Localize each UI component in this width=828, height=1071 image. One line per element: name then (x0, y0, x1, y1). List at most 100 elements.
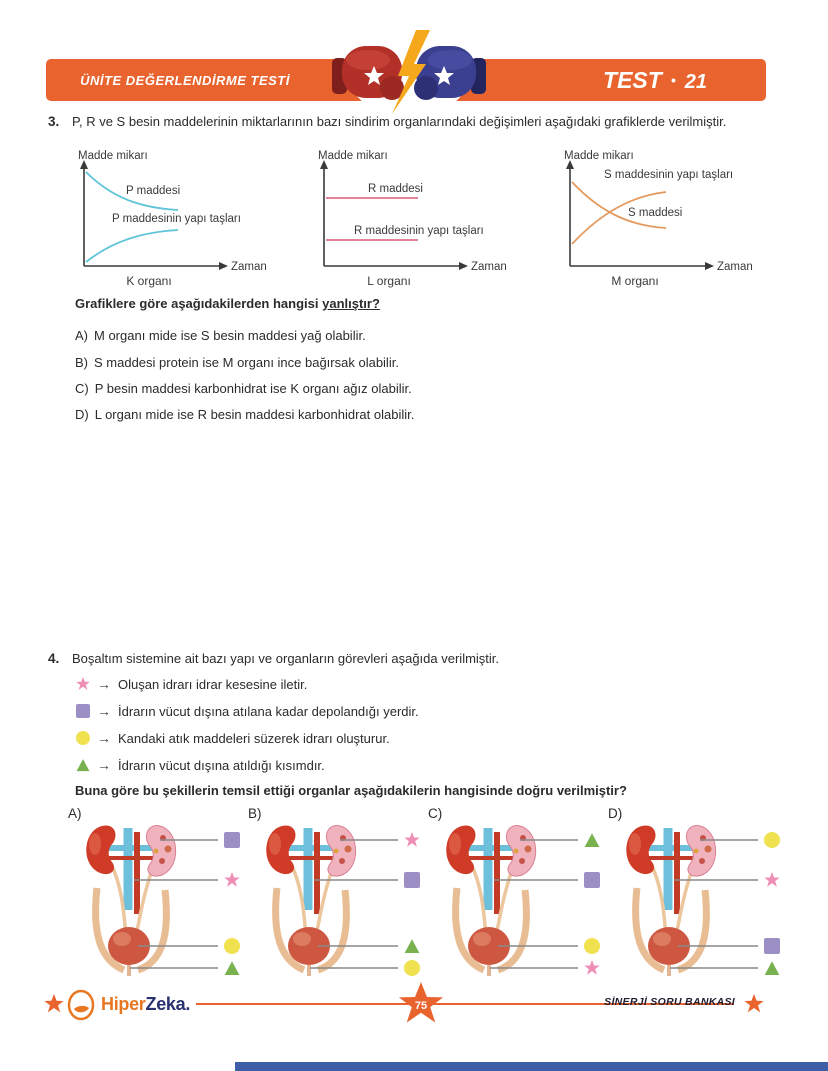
test-word: TEST (603, 66, 662, 93)
graph-l-organi: Madde mikarı Zaman R maddesi R maddesini… (304, 146, 544, 291)
stem-text: Grafiklere göre aşağıdakilerden hangisi (75, 296, 323, 311)
urinary-system-icon (626, 825, 758, 976)
triangle-icon (404, 939, 420, 954)
urinary-system-icon (86, 825, 218, 976)
square-icon (584, 872, 600, 888)
option-letter: C) (75, 381, 89, 396)
star-icon (434, 66, 454, 85)
x-axis-arrow-icon (219, 262, 228, 270)
option-letter: A) (68, 806, 82, 821)
curve-s-maddesi (571, 181, 667, 229)
option-letter: B) (75, 355, 88, 370)
star-icon (764, 872, 780, 887)
triangle-icon (584, 833, 600, 848)
footer-star-icon (744, 994, 764, 1013)
x-axis-label: Zaman (471, 261, 507, 273)
q3-option-b: B) S maddesi protein ise M organı ince ba… (75, 355, 399, 370)
bottom-blue-bar (235, 1062, 828, 1071)
urinary-system-icon (446, 825, 578, 976)
x-axis-arrow-icon (459, 262, 468, 270)
boxing-gloves-emblem (330, 30, 488, 114)
right-kidney-icon (506, 825, 537, 877)
y-axis-arrow-icon (80, 160, 88, 169)
star-icon (364, 66, 384, 85)
square-icon (404, 872, 420, 888)
legend-row-circle: → Kandaki atık maddeleri süzerek idrarı … (76, 730, 390, 746)
lightning-bolt-icon (392, 30, 430, 114)
legend-row-star: → Oluşan idrarı idrar kesesine iletir. (76, 676, 307, 692)
square-icon (764, 938, 780, 954)
circle-icon (76, 731, 90, 745)
legend-text: Oluşan idrarı idrar kesesine iletir. (118, 676, 308, 692)
option-letter: A) (75, 328, 88, 343)
organ-label: K organı (126, 274, 171, 288)
organ-label: M organı (611, 274, 658, 288)
q3-option-d: D) L organı mide ise R besin maddesi karb… (75, 407, 414, 422)
curve-p-maddesi (85, 171, 179, 211)
stem-underlined-word: yanlıştır? (322, 296, 380, 311)
arrow-icon: → (97, 703, 111, 719)
banner-title: ÜNİTE DEĞERLENDİRME TESTİ (80, 72, 290, 88)
triangle-icon (764, 961, 780, 976)
circle-icon (224, 938, 240, 954)
triangle-icon (76, 759, 90, 772)
blue-glove-icon (414, 46, 486, 100)
organ-label: L organı (367, 274, 411, 288)
circle-icon (404, 960, 420, 976)
right-kidney-icon (146, 825, 177, 877)
x-axis-arrow-icon (705, 262, 714, 270)
square-icon (224, 832, 240, 848)
brand-hiper: Hiper (101, 993, 146, 1014)
star-icon (76, 677, 90, 690)
option-letter: B) (248, 806, 262, 821)
legend-text: Kandaki atık maddeleri süzerek idrarı ol… (118, 730, 390, 746)
legend-text: İdrarın vücut dışına atıldığı kısımdır. (118, 757, 325, 773)
brand-zeka: Zeka. (145, 993, 191, 1014)
legend-row-triangle: → İdrarın vücut dışına atıldığı kısımdır… (76, 757, 325, 773)
triangle-icon (224, 961, 240, 976)
q4-option-d-diagram: D) (606, 806, 788, 984)
right-kidney-icon (326, 825, 357, 877)
y-axis-label: Madde mikarı (78, 150, 148, 162)
test-separator: • (670, 72, 676, 88)
right-kidney-icon (686, 825, 717, 877)
egg-logo-icon (67, 989, 95, 1021)
series-label: P maddesi (126, 185, 180, 197)
x-axis-label: Zaman (717, 261, 753, 273)
question-3-stem: Grafiklere göre aşağıdakilerden hangisi … (75, 296, 380, 311)
question-3-lead: P, R ve S besin maddelerinin miktarların… (72, 114, 727, 129)
urinary-system-icon (266, 825, 398, 976)
option-text: P besin maddesi karbonhidrat ise K organ… (94, 381, 412, 396)
q4-option-b-diagram: B) (246, 806, 428, 984)
option-text: M organı mide ise S besin maddesi yağ ol… (94, 328, 366, 343)
option-text: S maddesi protein ise M organı ince bağı… (94, 355, 399, 370)
star-icon (224, 872, 240, 887)
series-name: SİNERJİ SORU BANKASI (604, 996, 735, 1008)
star-icon (404, 832, 420, 847)
question-4-stem: Buna göre bu şekillerin temsil ettiği or… (75, 783, 627, 798)
test-number-label: TEST • 21 (555, 59, 755, 101)
option-text: L organı mide ise R besin maddesi karbon… (94, 407, 415, 422)
legend-row-square: → İdrarın vücut dışına atılana kadar dep… (76, 703, 419, 719)
page-number: 75 (414, 999, 428, 1012)
series-label: S maddesi (628, 207, 682, 219)
arrow-icon: → (97, 730, 111, 746)
square-icon (76, 704, 90, 718)
q4-option-a-diagram: A) (66, 806, 248, 984)
graph-k-organi: Madde mikarı Zaman P maddesi P maddesini… (64, 146, 304, 291)
q3-option-a: A) M organı mide ise S besin maddesi yağ … (75, 328, 366, 343)
option-letter: D) (75, 407, 89, 422)
y-axis-arrow-icon (566, 160, 574, 169)
series-label: R maddesi (368, 183, 423, 195)
circle-icon (584, 938, 600, 954)
graph-m-organi: Madde mikarı Zaman S maddesinin yapı taş… (550, 146, 790, 291)
series-label: R maddesinin yapı taşları (354, 225, 484, 237)
series-label: S maddesinin yapı taşları (604, 169, 733, 181)
q3-option-c: C) P besin maddesi karbonhidrat ise K org… (75, 381, 412, 396)
question-4-lead: Boşaltım sistemine ait bazı yapı ve orga… (72, 651, 500, 666)
footer-star-icon (44, 994, 64, 1013)
curve-p-yapi-taslari (85, 229, 179, 263)
question-3-number: 3. (48, 114, 60, 129)
publisher-logo: HiperZeka. (66, 986, 190, 1022)
